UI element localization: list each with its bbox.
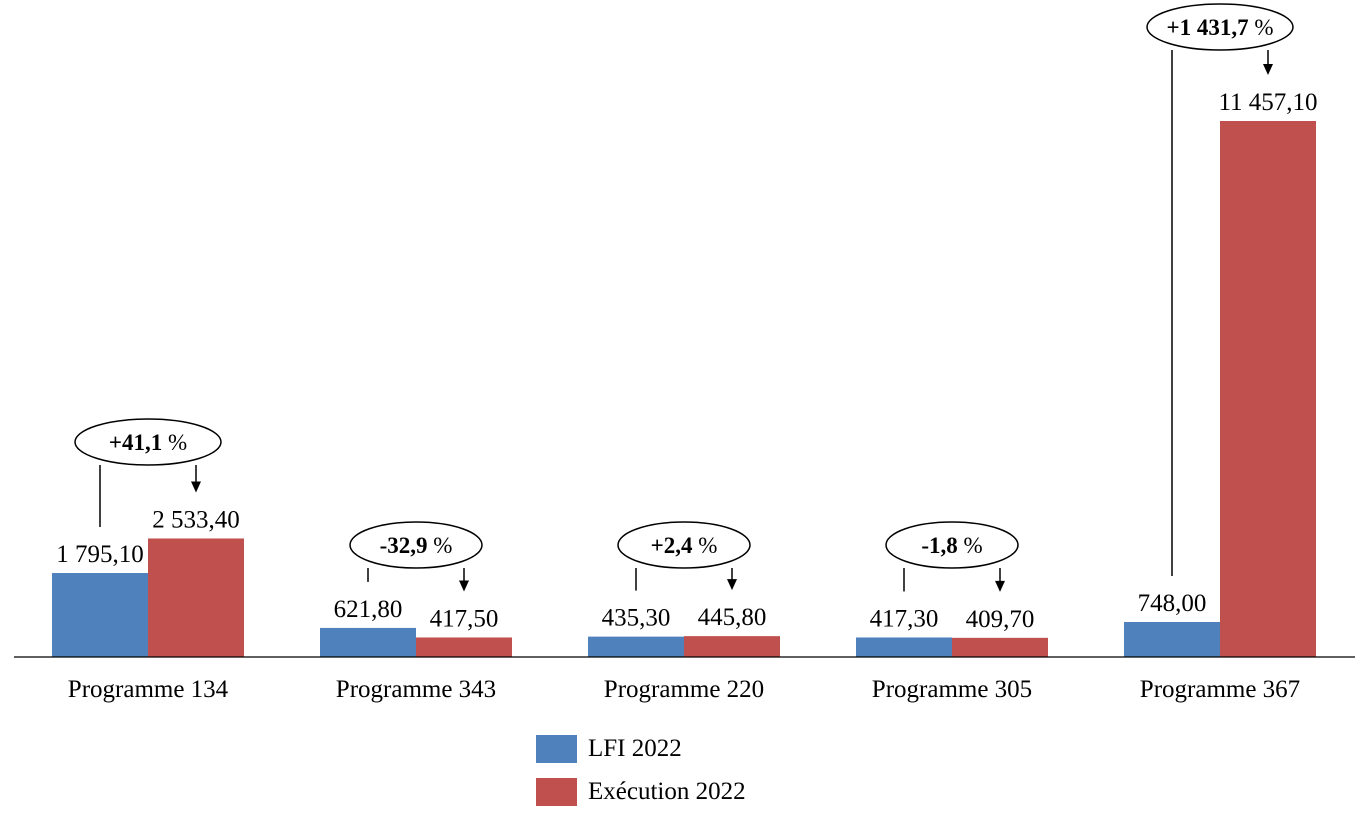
data-label-lfi: 417,30 [870,605,939,632]
change-annotation-ellipse [349,521,483,569]
change-annotation-ellipse [1146,3,1294,51]
change-annotation-ellipse [617,521,751,569]
bar-lfi [320,627,416,657]
change-annotation-label: +1 431,7 % [1166,15,1273,40]
bar-execution [148,538,244,657]
data-label-execution: 417,50 [430,605,499,632]
data-label-lfi: 748,00 [1138,590,1207,617]
arrow-head-icon [727,579,737,591]
bar-execution [1220,121,1316,657]
legend-item-lfi: LFI 2022 [536,735,682,763]
bar-lfi [856,637,952,657]
category-label: Programme 343 [336,676,496,703]
change-annotation-ellipse [885,521,1019,569]
change-annotation-label: -1,8 % [921,533,982,558]
category-label: Programme 134 [68,676,229,703]
arrow-head-icon [191,481,201,493]
legend-label-execution: Exécution 2022 [588,778,746,805]
category-label: Programme 220 [604,676,764,703]
arrow-head-icon [995,580,1005,592]
change-annotation-label: -32,9 % [380,533,453,558]
change-annotation-ellipse [74,418,222,466]
change-annotation-label: +41,1 % [109,430,187,455]
bar-execution [684,636,780,657]
data-label-execution: 2 533,40 [152,506,240,533]
legend-swatch-execution [536,778,577,806]
data-label-execution: 445,80 [698,604,767,631]
bar-lfi [588,636,684,657]
legend-swatch-lfi [536,735,577,763]
bar-execution [952,637,1048,657]
bar-execution [416,637,512,657]
category-label: Programme 367 [1140,676,1300,703]
data-label-lfi: 435,30 [602,605,671,632]
arrow-head-icon [1263,64,1273,75]
data-label-execution: 409,70 [966,606,1035,633]
category-label: Programme 305 [872,676,1032,703]
data-label-execution: 11 457,10 [1218,89,1317,116]
arrow-head-icon [459,580,469,592]
legend-item-execution: Exécution 2022 [536,778,746,806]
data-label-lfi: 1 795,10 [56,541,144,568]
bar-lfi [52,573,148,657]
change-annotation-label: +2,4 % [651,533,718,558]
data-label-lfi: 621,80 [334,596,403,623]
bar-lfi [1124,622,1220,657]
legend-label-lfi: LFI 2022 [588,735,682,762]
